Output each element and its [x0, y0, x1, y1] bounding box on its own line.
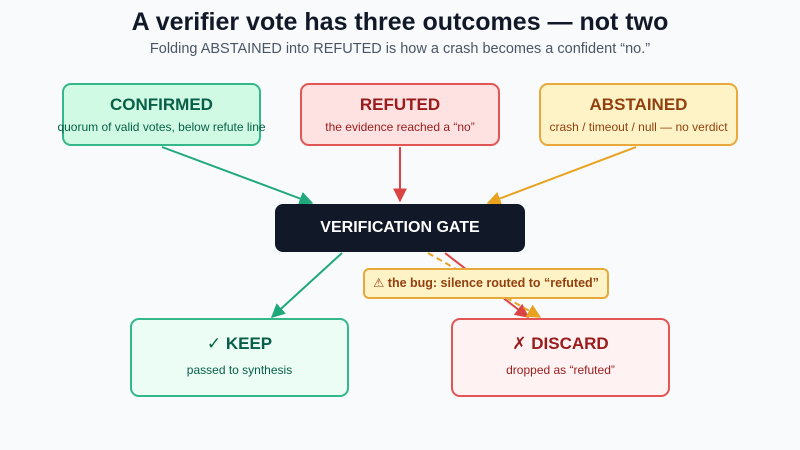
outcome-refuted-desc: the evidence reached a “no”	[325, 120, 475, 134]
outcome-refuted: REFUTED the evidence reached a “no”	[300, 83, 500, 146]
arrow-abstained-to-gate	[486, 146, 637, 206]
bug-callout-text: the bug: silence routed to “refuted”	[387, 276, 599, 290]
outcome-abstained: ABSTAINED crash / timeout / null — no ve…	[539, 83, 738, 146]
diagram-title: A verifier vote has three outcomes — not…	[131, 8, 669, 36]
bug-callout: ⚠ the bug: silence routed to “refuted”	[363, 268, 609, 299]
diagram-subtitle: Folding ABSTAINED into REFUTED is how a …	[149, 41, 651, 57]
outcome-confirmed-desc: quorum of valid votes, below refute line	[57, 120, 266, 134]
outcome-abstained-label: ABSTAINED	[589, 95, 688, 114]
result-keep-desc: passed to synthesis	[186, 363, 293, 377]
outcome-abstained-desc: crash / timeout / null — no verdict	[549, 120, 728, 134]
result-discard: ✗ DISCARD dropped as “refuted”	[451, 318, 670, 397]
verification-gate: VERIFICATION GATE	[275, 204, 525, 252]
outcome-confirmed: CONFIRMED quorum of valid votes, below r…	[57, 83, 266, 146]
result-keep-label: ✓ KEEP	[206, 334, 273, 353]
arrow-gate-to-keep	[270, 252, 343, 318]
outcome-confirmed-label: CONFIRMED	[110, 95, 213, 114]
warning-icon: ⚠	[373, 276, 385, 290]
verification-gate-label: VERIFICATION GATE	[320, 219, 480, 236]
outcome-refuted-label: REFUTED	[359, 95, 441, 114]
result-discard-label: ✗ DISCARD	[512, 334, 609, 353]
result-keep: ✓ KEEP passed to synthesis	[130, 318, 349, 397]
result-discard-desc: dropped as “refuted”	[506, 363, 615, 377]
arrow-confirmed-to-gate	[161, 146, 314, 206]
